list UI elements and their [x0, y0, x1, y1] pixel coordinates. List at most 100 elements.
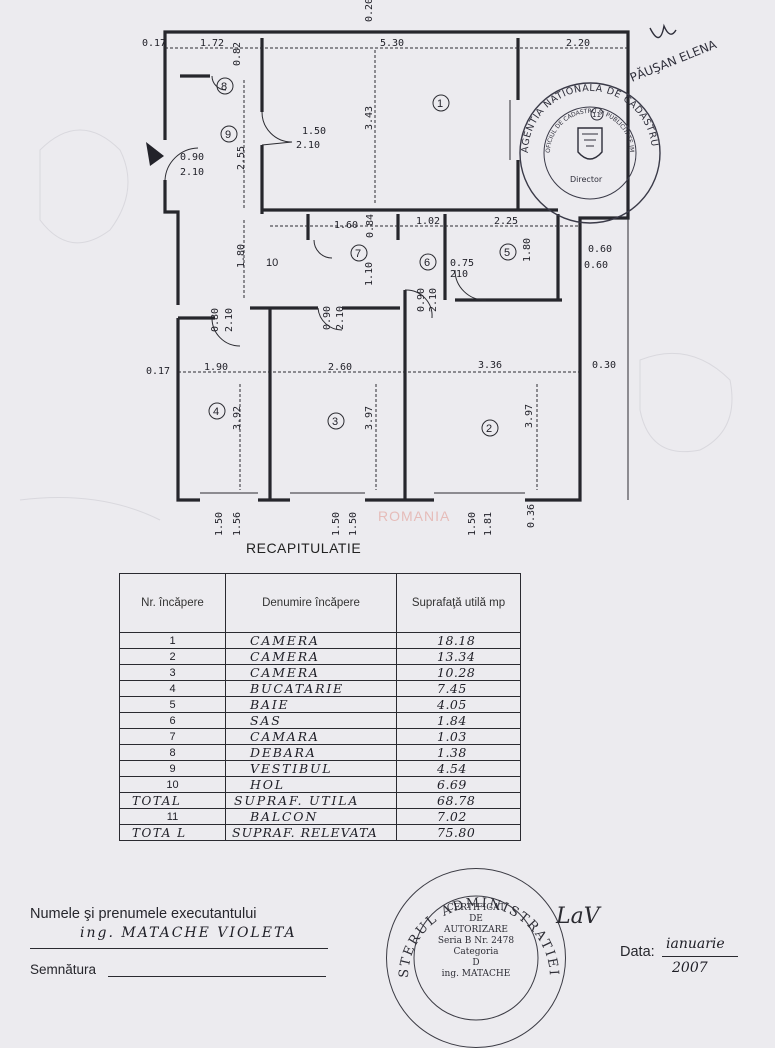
cell-nr: 1 [119, 632, 226, 649]
room-number-10: 10 [266, 257, 278, 269]
executant-underline [30, 948, 328, 949]
cell-area: 1.03 [396, 728, 521, 745]
dim-win2-b: 1.81 [483, 512, 494, 536]
table-row: 5 BAIE 4.05 [119, 696, 521, 713]
dim-r7-depth: 0.84 [365, 214, 376, 238]
table-row: 1 CAMERA 18.18 [119, 632, 521, 649]
coat-of-arms-icon [577, 127, 603, 160]
dim-r2-w: 3.36 [478, 360, 502, 371]
recap-title: RECAPITULATIE [246, 540, 362, 556]
cell-area: 4.54 [396, 760, 521, 777]
cell-name: CAMERA [225, 664, 397, 681]
cell-nr: 5 [119, 696, 226, 713]
cell-nr: 3 [119, 664, 226, 681]
room-number-4: 4 [213, 406, 219, 418]
handwritten-initials: LaV [556, 904, 600, 929]
cell-name: BUCATARIE [225, 680, 397, 697]
outer-wall [163, 30, 630, 502]
dim-r3-door-h: 2.10 [335, 306, 346, 330]
dim-r2-h: 3.97 [524, 404, 535, 428]
cell-area: 7.02 [396, 808, 521, 825]
cell-name: CAMARA [225, 728, 397, 745]
dim-r6-door-w: 0.75 [450, 258, 474, 269]
dim-left-offset-top: 0.17 [142, 38, 166, 49]
dim-r1-height: 3.43 [364, 106, 375, 130]
recap-header-row: Nr. încăpere Denumire încăpere Suprafaţă… [119, 573, 521, 633]
stamp-line-3: AUTORIZARE [444, 925, 508, 935]
dim-hall-height: 1.80 [236, 244, 247, 268]
dim-top-right: 2.20 [566, 38, 590, 49]
dim-r6-w: 1.02 [416, 216, 440, 227]
table-row-total: TOTAL SUPRAF. UTILA 68.78 [119, 792, 521, 809]
table-row: 9 VESTIBUL 4.54 [119, 760, 521, 777]
header-area: Suprafaţă utilă mp [396, 573, 521, 633]
cell-area: 7.45 [396, 680, 521, 697]
dim-balcony-depth: 0.36 [526, 504, 537, 528]
dim-left-offset-mid: 0.17 [146, 366, 170, 377]
date-value: ianuarie [666, 936, 725, 952]
cell-nr: 11 [119, 808, 226, 825]
dim-door-main-w: 1.50 [302, 126, 326, 137]
cell-area: 13.34 [396, 648, 521, 665]
dim-win4-a: 1.50 [214, 512, 225, 536]
dim-right-offset: 0.30 [592, 360, 616, 371]
cell-nr: 9 [119, 760, 226, 777]
stamp-number: 11 [592, 111, 601, 119]
dim-r4-w: 1.90 [204, 362, 228, 373]
stamp-line-1: CERTIFICAT [446, 903, 506, 913]
table-row: 6 SAS 1.84 [119, 712, 521, 729]
dim-win3-a: 1.50 [331, 512, 342, 536]
dim-win-r5-b: 0.60 [584, 260, 608, 271]
dim-win4-b: 1.56 [232, 512, 243, 536]
cell-name: CAMERA [225, 648, 397, 665]
stamp-ring-text: AGENTIA NATIONALA DE CADASTRU SI PUBLICI… [0, 0, 659, 153]
table-row-total: TOTA L SUPRAF. RELEVATA 75.80 [119, 824, 521, 841]
cell-name: DEBARA [225, 744, 397, 761]
dim-r3-h: 3.97 [364, 406, 375, 430]
cell-nr: 7 [119, 728, 226, 745]
table-row: 8 DEBARA 1.38 [119, 744, 521, 761]
door-swings [164, 75, 487, 347]
dim-top-mid: 5.30 [380, 38, 404, 49]
stamp-line-5: Categoria [453, 947, 499, 957]
stamp-signature: PĂUŞAN ELENA [628, 36, 720, 85]
cell-area: 1.38 [396, 744, 521, 761]
dim-door-main-h: 2.10 [296, 140, 320, 151]
stamp-line-2: DE [469, 914, 483, 924]
stamp-ring: STERUL ADMINISTRATIEI PUB [386, 868, 559, 1021]
dim-r5-h: 1.80 [522, 238, 533, 262]
dim-top-left: 1.72 [200, 38, 224, 49]
table-row: 10 HOL 6.69 [119, 776, 521, 793]
stamp-center-text: Director [570, 175, 603, 184]
cell-name: BAIE [225, 696, 397, 713]
room-number-1: 1 [437, 98, 443, 110]
room-number-2: 2 [486, 423, 492, 435]
dim-r7-h: 1.10 [364, 262, 375, 286]
cell-name: VESTIBUL [225, 760, 397, 777]
cell-area: 6.69 [396, 776, 521, 793]
cell-name: CAMERA [225, 632, 397, 649]
header-room-nr: Nr. încăpere [119, 573, 226, 633]
cell-nr: 4 [119, 680, 226, 697]
room-number-6: 6 [424, 257, 430, 269]
dim-r6-door-h: 210 [450, 269, 468, 280]
year-value: 2007 [672, 960, 708, 976]
inner-walls [178, 38, 562, 500]
signature-underline [108, 976, 326, 977]
cell-area: 10.28 [396, 664, 521, 681]
cell-nr: TOTA L [119, 824, 226, 841]
dim-r3-door-w: 0.90 [322, 306, 333, 330]
svg-text:AGENTIA NATIONALA DE CADASTRU: AGENTIA NATIONALA DE CADASTRU SI PUBLICI… [0, 0, 660, 153]
table-row: 3 CAMERA 10.28 [119, 664, 521, 681]
dim-r4-h: 3.92 [232, 406, 243, 430]
cell-area: 4.05 [396, 696, 521, 713]
dim-r2-door-w: 0.90 [416, 288, 427, 312]
executant-label: Numele şi prenumele executantului [30, 906, 257, 922]
signature-label: Semnătura [30, 962, 97, 977]
table-row: 11 BALCON 7.02 [119, 808, 521, 825]
stamp-line-4: Seria B Nr. 2478 [437, 936, 515, 946]
table-row: 4 BUCATARIE 7.45 [119, 680, 521, 697]
cell-nr: 8 [119, 744, 226, 761]
cell-nr: 10 [119, 776, 226, 793]
dim-r4-door-w: 0.80 [210, 308, 221, 332]
